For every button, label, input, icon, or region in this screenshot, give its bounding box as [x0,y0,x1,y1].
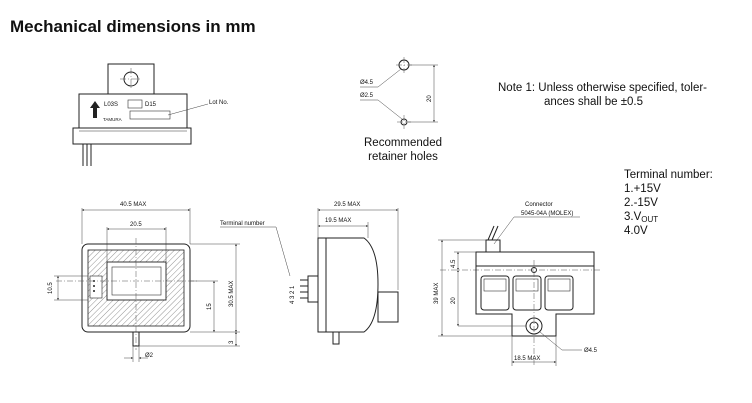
model-label: L03S [104,102,118,108]
large-hole-dia: Ø4.5 [360,80,374,86]
hole-offset: 20 [451,297,457,304]
label-box [127,99,143,109]
connector-part: 5045-04A (MOLEX) [521,211,573,217]
rear-hole-diameter: Ø4.5 [584,348,598,354]
retainer-caption-2: retainer holes [368,151,438,163]
lot-label: Lot No. [209,100,229,106]
retainer-caption-1: Recommended [364,137,442,149]
side-body [317,237,379,333]
small-hole-dia: Ø2.5 [360,93,374,99]
top-view: L03S D15 TAMURA Lot No. [72,63,229,166]
rear-view: Connector 5045-04A (MOLEX) 39 MAX 4.5 20 [434,202,600,366]
note-line-1: Note 1: Unless otherwise specified, tole… [498,82,707,94]
brand-label: TAMURA [103,117,122,122]
terminal-heading: Terminal number: [624,169,713,181]
side-pin [332,331,340,345]
connector-label: Connector [525,202,553,208]
hole-spacing: 20 [427,95,433,102]
lot-box [129,110,171,120]
retainer-holes: Ø4.5 Ø2.5 20 Recommended retainer holes [360,57,442,163]
side-view: 29.5 MAX 19.5 MAX 4 3 2 1 [290,202,399,345]
side-connector [307,275,319,303]
terminal-2: 2.-15V [624,197,658,209]
terminal-1: 1.+15V [624,183,661,195]
aperture-width: 20.5 [130,222,142,228]
rear-top-plate [475,251,595,267]
rear-cell-3 [544,275,574,311]
tab-height: 4.5 [451,259,457,268]
front-height: 30.5 MAX [229,281,235,307]
terminal-4: 4.0V [624,225,648,237]
front-view: 40.5 MAX 20.5 10.5 30.5 MAX 15 3 [48,202,291,362]
pin-offset: 15 [207,303,213,310]
side-body-depth: 19.5 MAX [325,218,351,224]
rear-cell-1 [480,275,510,311]
note-line-2: ances shall be ±0.5 [544,96,643,108]
rear-cell-2 [512,275,542,311]
rear-height: 39 MAX [434,283,440,304]
pin-length: 3 [229,340,235,344]
terminal-number-label: Terminal number [220,221,265,227]
arrow-icon [90,101,100,118]
pin-numbers: 4 3 2 1 [290,285,296,304]
suffix-label: D15 [145,102,157,108]
side-tab [377,291,399,323]
terminal-list: Terminal number: 1.+15V 2.-15V 3.VOUT 4.… [624,169,713,237]
aperture-height: 10.5 [48,282,54,294]
pin-front [132,331,140,347]
side-flange [317,237,327,333]
terminal-block [89,275,103,299]
terminal-3: 3.VOUT [624,211,658,224]
side-depth: 29.5 MAX [334,202,360,208]
page-title: Mechanical dimensions in mm [10,17,256,36]
top-flange [72,127,192,145]
rear-connector [485,239,501,253]
rear-width: 18.5 MAX [514,356,540,362]
front-width: 40.5 MAX [120,202,146,208]
pin-diameter: Ø2 [145,353,154,359]
